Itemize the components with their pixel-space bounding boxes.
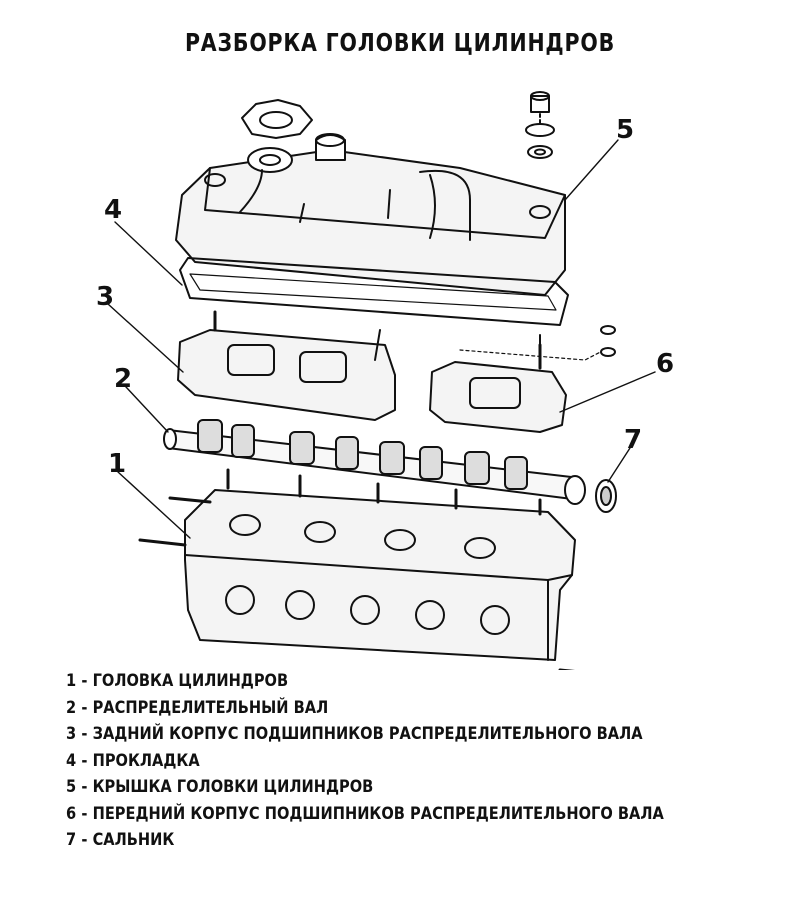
legend-item: 5-КРЫШКА ГОЛОВКИ ЦИЛИНДРОВ xyxy=(66,777,374,797)
legend-item: 4-ПРОКЛАДКА xyxy=(66,750,200,771)
cylinder-head-cover xyxy=(175,133,566,296)
legend-item: 1-ГОЛОВКА ЦИЛИНДРОВ xyxy=(66,671,289,691)
callout-1: 1 xyxy=(108,449,126,479)
gasket xyxy=(179,257,569,326)
exploded-view-drawing: 4 3 2 1 5 6 7 xyxy=(96,91,674,670)
callout-2: 2 xyxy=(114,364,132,394)
callout-5: 5 xyxy=(616,115,634,145)
page-title: РАЗБОРКА ГОЛОВКИ ЦИЛИНДРОВ xyxy=(184,28,616,57)
camshaft xyxy=(163,419,586,505)
leader-lines xyxy=(107,139,656,539)
callout-4: 4 xyxy=(104,195,122,225)
cover-fastener-stack xyxy=(525,91,555,159)
cylinder-head xyxy=(138,468,576,670)
callout-6: 6 xyxy=(656,349,674,379)
oil-filler-cap xyxy=(241,99,313,139)
legend-item: 2-РАСПРЕДЕЛИТЕЛЬНЫЙ ВАЛ xyxy=(66,697,329,718)
legend-item: 7-САЛЬНИК xyxy=(66,830,175,850)
front-bearing-housing xyxy=(429,325,616,433)
rear-bearing-housing xyxy=(177,310,396,421)
legend-item: 6-ПЕРЕДНИЙ КОРПУС ПОДШИПНИКОВ РАСПРЕДЕЛИ… xyxy=(66,803,664,824)
legend-item: 3-ЗАДНИЙ КОРПУС ПОДШИПНИКОВ РАСПРЕДЕЛИТЕ… xyxy=(66,724,643,744)
callout-7: 7 xyxy=(624,425,642,455)
callout-3: 3 xyxy=(96,282,114,312)
oil-seal xyxy=(595,479,617,513)
parts-legend: 1-ГОЛОВКА ЦИЛИНДРОВ 2-РАСПРЕДЕЛИТЕЛЬНЫЙ … xyxy=(66,668,761,854)
